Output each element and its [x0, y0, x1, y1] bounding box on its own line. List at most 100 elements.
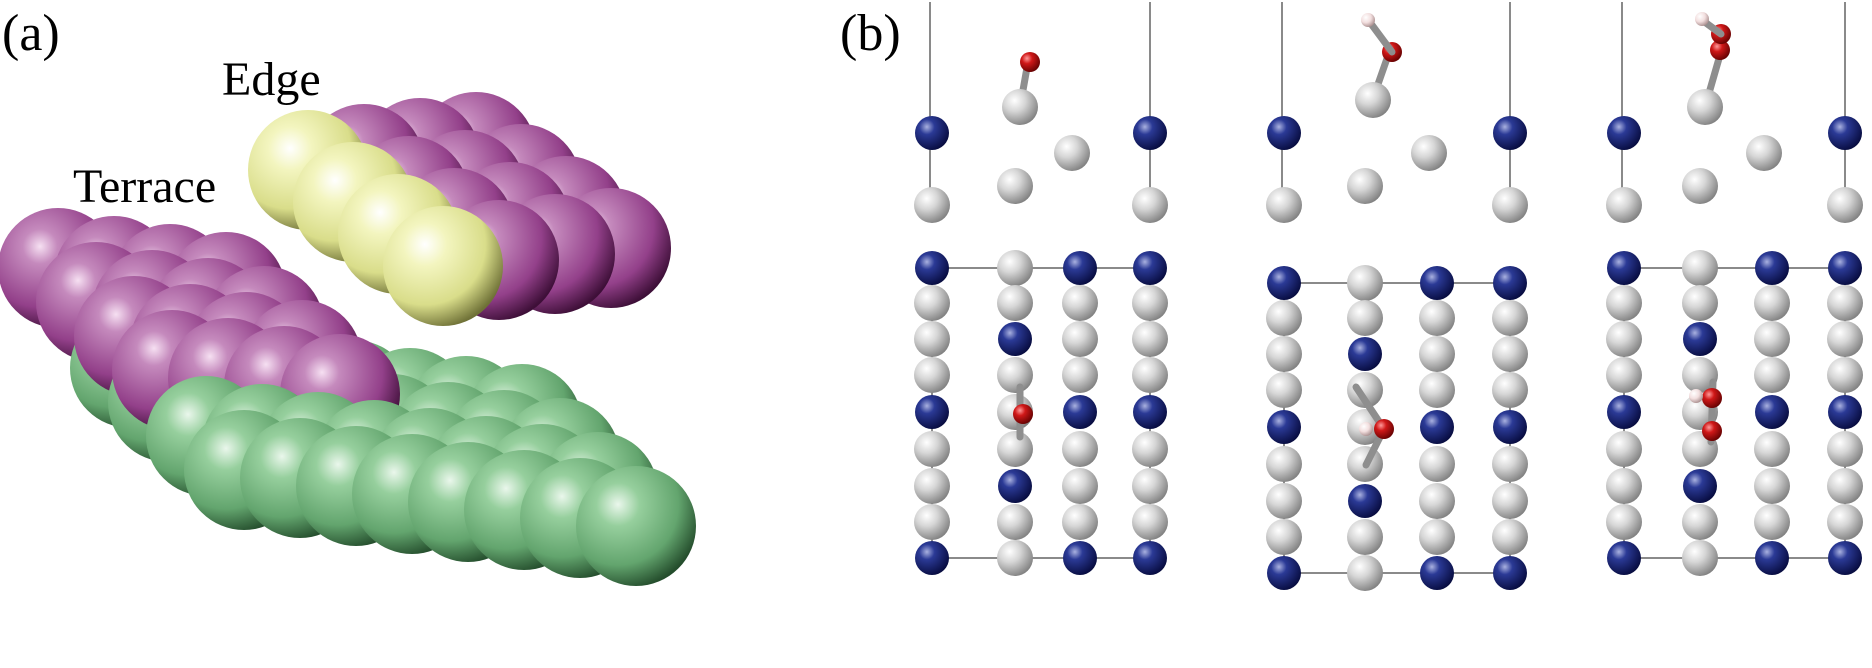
dark-atom — [1755, 541, 1789, 575]
dark-atom — [1063, 541, 1097, 575]
dark-atom — [1420, 410, 1454, 444]
dark-atom — [1683, 322, 1717, 356]
light-atom — [1419, 446, 1455, 482]
dark-atom — [1063, 251, 1097, 285]
light-atom — [1062, 431, 1098, 467]
oxygen-atom — [1702, 421, 1722, 441]
light-atom — [997, 431, 1033, 467]
panel-b-label: (b) — [840, 5, 901, 62]
light-atom — [1419, 483, 1455, 519]
light-atom — [1419, 372, 1455, 408]
partial-atom — [1266, 187, 1302, 223]
light-atom — [914, 468, 950, 504]
light-atom — [1347, 168, 1383, 204]
light-atom — [914, 357, 950, 393]
unit-cell-outline — [1623, 267, 1846, 559]
light-atom — [1062, 468, 1098, 504]
dark-atom — [1133, 395, 1167, 429]
hydrogen-atom — [1361, 13, 1375, 27]
light-atom — [1746, 135, 1782, 171]
light-atom — [1606, 431, 1642, 467]
dark-atom — [1683, 469, 1717, 503]
light-atom — [1754, 431, 1790, 467]
dark-atom — [1755, 251, 1789, 285]
light-atom — [1827, 468, 1863, 504]
light-atom — [914, 504, 950, 540]
dark-atom — [1493, 556, 1527, 590]
adsorption-site-atom — [1002, 89, 1038, 125]
light-atom — [1062, 504, 1098, 540]
dark-atom — [998, 322, 1032, 356]
dark-atom — [1828, 116, 1862, 150]
hydrogen-atom — [1689, 389, 1703, 403]
dark-atom — [1607, 116, 1641, 150]
light-atom — [1132, 357, 1168, 393]
light-atom — [1827, 357, 1863, 393]
light-atom — [1682, 357, 1718, 393]
light-atom — [997, 357, 1033, 393]
light-atom — [1827, 285, 1863, 321]
dark-atom — [915, 116, 949, 150]
slab-3d-model — [0, 92, 696, 586]
light-atom — [1754, 357, 1790, 393]
dark-atom — [1133, 541, 1167, 575]
light-atom — [1411, 135, 1447, 171]
unit-cell-outline — [1283, 282, 1511, 574]
dark-atom — [998, 469, 1032, 503]
light-atom — [1132, 504, 1168, 540]
light-atom — [1347, 300, 1383, 336]
light-atom — [1492, 372, 1528, 408]
top-view-3 — [1606, 250, 1863, 576]
dark-atom — [1063, 395, 1097, 429]
dark-atom — [915, 541, 949, 575]
partial-atom — [1492, 187, 1528, 223]
light-atom — [1266, 300, 1302, 336]
partial-atom — [1606, 187, 1642, 223]
partial-atom — [914, 187, 950, 223]
dark-atom — [1133, 251, 1167, 285]
oxygen-atom — [1374, 419, 1394, 439]
light-atom — [1754, 285, 1790, 321]
substrate-atom — [576, 466, 696, 586]
dark-atom — [1607, 395, 1641, 429]
light-atom — [1132, 468, 1168, 504]
light-atom — [997, 250, 1033, 286]
unit-cell-outline — [931, 267, 1151, 559]
light-atom — [1266, 519, 1302, 555]
light-atom — [1347, 372, 1383, 408]
light-atom — [914, 431, 950, 467]
side-views — [914, 2, 1863, 223]
terrace-label: Terrace — [73, 160, 216, 213]
partial-atom — [1827, 187, 1863, 223]
light-atom — [1827, 431, 1863, 467]
dark-atom — [1493, 410, 1527, 444]
dark-atom — [1267, 116, 1301, 150]
light-atom — [997, 168, 1033, 204]
light-atom — [1682, 504, 1718, 540]
light-atom — [1606, 321, 1642, 357]
dark-atom — [1267, 410, 1301, 444]
light-atom — [1682, 250, 1718, 286]
panel-a-label: (a) — [2, 5, 60, 62]
top-view-2 — [1266, 265, 1528, 591]
dark-atom — [1828, 395, 1862, 429]
hydrogen-atom — [1359, 422, 1373, 436]
dark-atom — [1267, 266, 1301, 300]
light-atom — [1266, 483, 1302, 519]
light-atom — [1054, 135, 1090, 171]
dark-atom — [1493, 116, 1527, 150]
dark-atom — [1348, 484, 1382, 518]
light-atom — [1266, 372, 1302, 408]
dark-atom — [1493, 266, 1527, 300]
light-atom — [1266, 336, 1302, 372]
light-atom — [1132, 431, 1168, 467]
edge-label: Edge — [222, 53, 321, 106]
dark-atom — [1420, 556, 1454, 590]
edge-atom — [383, 206, 503, 326]
oxygen-atom — [1013, 404, 1033, 424]
dark-atom — [1828, 251, 1862, 285]
light-atom — [1347, 265, 1383, 301]
light-atom — [1347, 555, 1383, 591]
dark-atom — [1420, 266, 1454, 300]
light-atom — [1606, 468, 1642, 504]
